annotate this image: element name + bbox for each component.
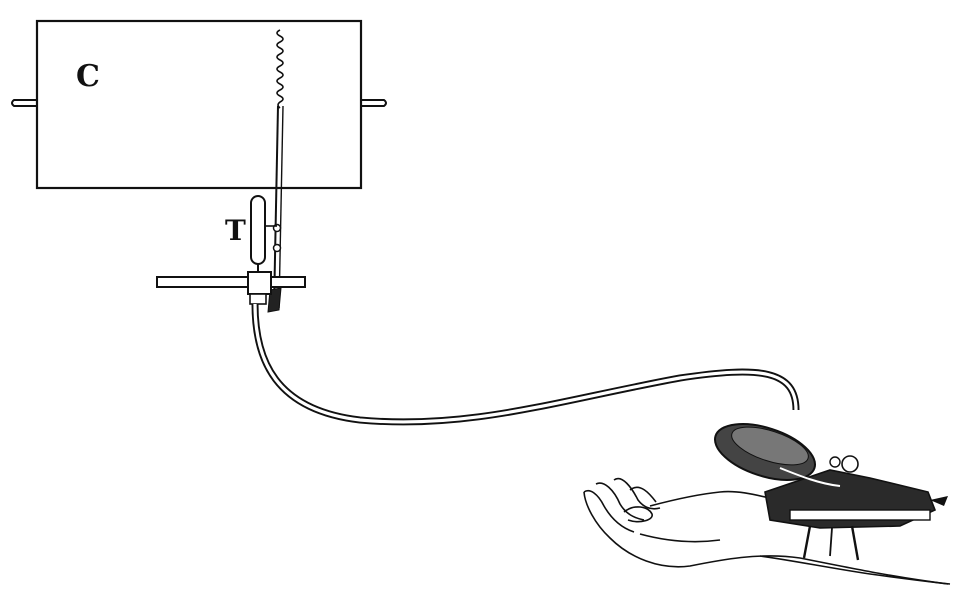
crossbar-mount <box>156 271 306 305</box>
recording-drum: C <box>11 19 387 190</box>
label-cylinder: C <box>76 59 100 94</box>
pulse-trace <box>276 29 284 109</box>
rubber-tube <box>251 303 800 426</box>
hand-and-wrist <box>583 477 951 585</box>
mount-clamp <box>247 271 272 295</box>
tambour-body <box>250 195 266 265</box>
drum-body <box>35 19 363 190</box>
drum-axle-left <box>11 99 38 107</box>
label-tambour: T <box>225 214 246 247</box>
crossbar <box>156 276 306 288</box>
drum-axle-right <box>360 99 387 107</box>
pulse-receiver <box>713 423 948 561</box>
tambour: T <box>225 195 277 278</box>
